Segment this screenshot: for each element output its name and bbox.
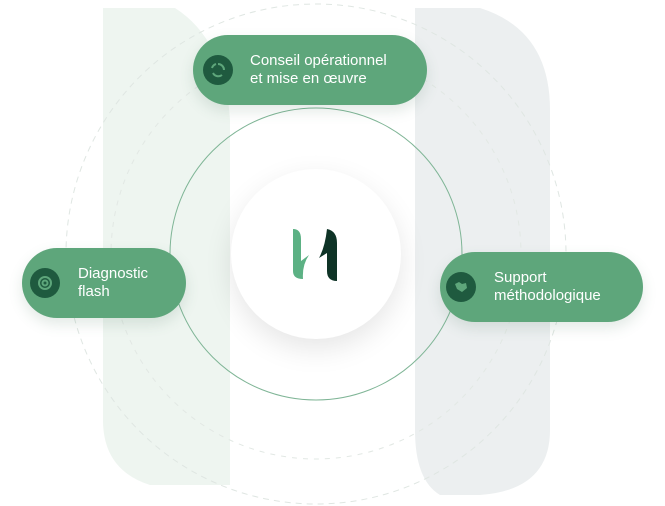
node-label-line2: flash [78, 283, 110, 300]
node-support-methodologique[interactable]: Support méthodologique [440, 252, 643, 322]
left-bg-shape [103, 8, 230, 485]
center-logo-circle [231, 169, 401, 339]
recycle-icon [203, 55, 233, 85]
node-label-line1: Conseil opérationnel [250, 52, 387, 69]
node-conseil-operationnel[interactable]: Conseil opérationnel et mise en œuvre [193, 35, 427, 105]
right-bg-shape [415, 8, 550, 495]
logo-icon [293, 228, 337, 281]
node-label-line1: Support [494, 269, 547, 286]
handshake-icon [446, 272, 476, 302]
node-label-line2: méthodologique [494, 287, 601, 304]
target-icon [30, 268, 60, 298]
node-label-line2: et mise en œuvre [250, 70, 367, 87]
node-label-line1: Diagnostic [78, 265, 149, 282]
node-diagnostic-flash[interactable]: Diagnostic flash [22, 248, 186, 318]
